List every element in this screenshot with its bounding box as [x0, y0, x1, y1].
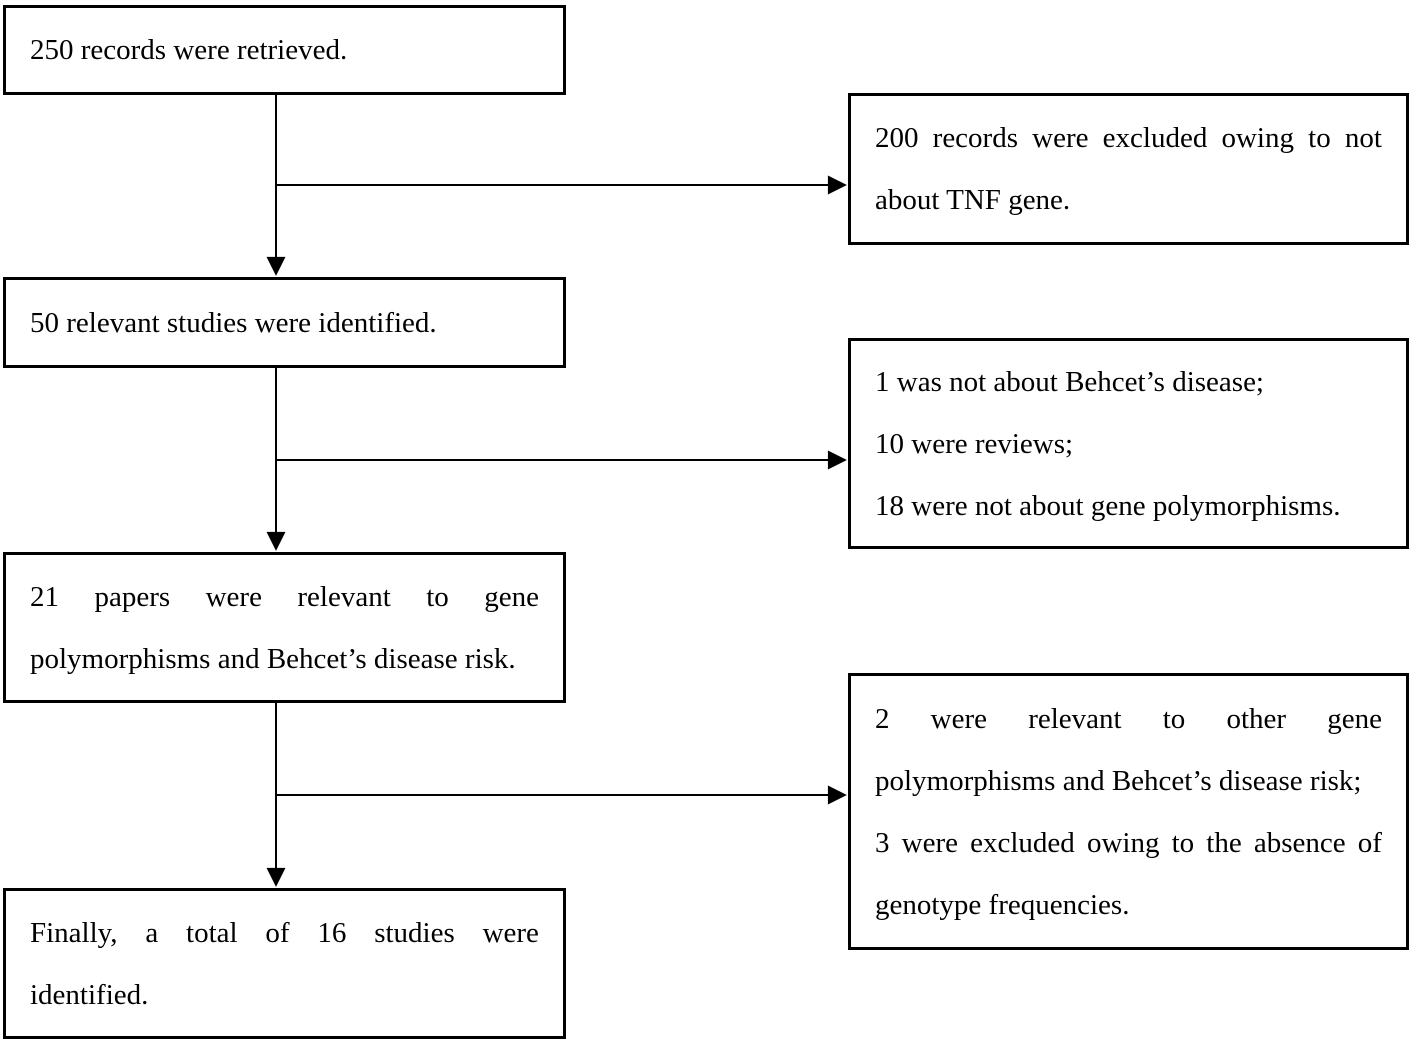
box-text-line: identified. — [30, 978, 149, 1011]
box-text-line: genotype frequencies. — [875, 888, 1130, 921]
box-text-line: 10 were reviews; — [875, 427, 1074, 460]
box-text-line: 250 records were retrieved. — [30, 34, 348, 66]
box-exclusion-reasons-first: 1 was not about Behcet’s disease; 10 wer… — [848, 338, 1409, 549]
box-text-line: polymorphisms and Behcet’s disease risk; — [875, 764, 1362, 797]
box-text-line: about TNF gene. — [875, 184, 1071, 216]
box-text-line: 50 relevant studies were identified. — [30, 306, 437, 339]
box-records-retrieved: 250 records were retrieved. — [3, 5, 566, 95]
box-text-line: 18 were not about gene polymorphisms. — [875, 489, 1341, 522]
box-text-line: polymorphisms and Behcet’s disease risk. — [30, 642, 516, 675]
box-text-line: 1 was not about Behcet’s disease; — [875, 365, 1264, 398]
box-relevant-studies-identified: 50 relevant studies were identified. — [3, 277, 566, 368]
